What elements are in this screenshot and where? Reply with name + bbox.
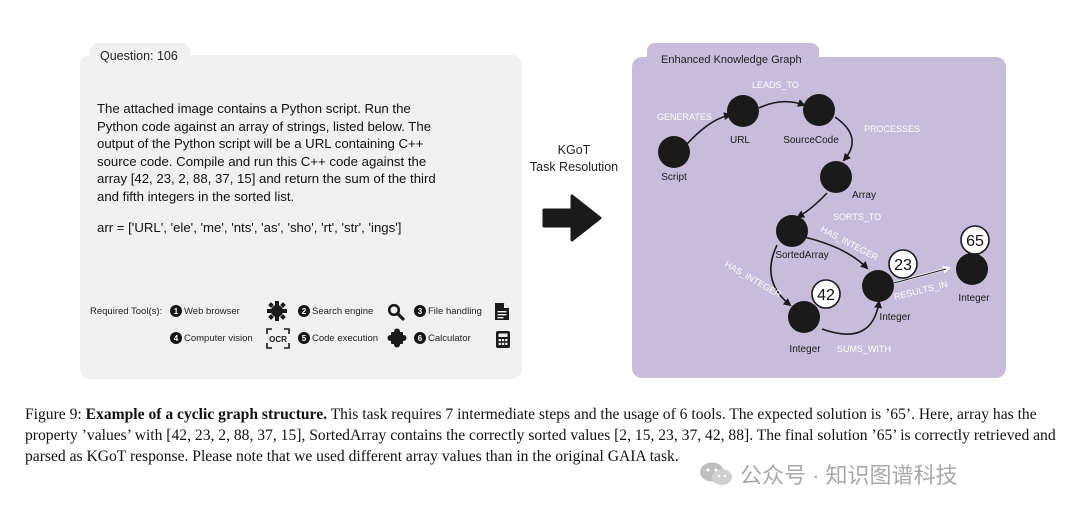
node-sourcecode [803, 94, 835, 126]
node-integer-65 [956, 253, 988, 285]
tool-code-execution: 5 Code execution [298, 332, 378, 344]
knowledge-graph-title: Enhanced Knowledge Graph [661, 54, 802, 66]
watermark-text: 公众号 · 知识图谱科技 [740, 463, 958, 488]
node-url [727, 95, 759, 127]
kgot-task-resolution-label: KGoT Task Resolution [520, 142, 628, 176]
node-integer-23 [862, 270, 894, 302]
node-label-script: Script [661, 172, 687, 183]
edge-label-leads-to: LEADS_TO [752, 80, 799, 90]
figure-caption: Figure 9: Example of a cyclic graph stru… [25, 404, 1065, 467]
array-line: arr = ['URL', 'ele', 'me', 'nts', 'as', … [97, 220, 402, 235]
question-line: source code. Compile and run this C++ co… [97, 153, 427, 169]
tool-label: File handling [428, 305, 482, 317]
edge-label-processes: PROCESSES [864, 124, 920, 134]
question-line: Python code against an array of strings,… [97, 118, 432, 134]
tool-label: Code execution [312, 332, 379, 344]
question-tab-label: Question: 106 [100, 49, 178, 63]
value-text-23: 23 [894, 257, 912, 274]
tool-file-handling: 3 File handling [414, 305, 482, 317]
tool-label: Search engine [312, 305, 374, 317]
question-line: and fifth integers in the sorted list. [97, 188, 295, 204]
edge-has-integer-lower [770, 244, 792, 307]
ocr-icon-text: OCR [269, 335, 287, 344]
edge-generates [686, 112, 732, 145]
value-bubble-23 [888, 249, 918, 279]
question-panel [80, 55, 522, 379]
tool-number: 2 [298, 305, 310, 317]
tool-number: 6 [414, 332, 426, 344]
caption-prefix: Figure 9: [25, 406, 86, 423]
node-label-integer-23: Integer [879, 312, 911, 323]
value-bubble-65 [960, 225, 990, 255]
tool-number: 5 [298, 332, 310, 344]
node-label-integer-42: Integer [789, 344, 821, 355]
required-tools-label: Required Tool(s): [90, 306, 163, 317]
right-arrow-icon [542, 194, 602, 242]
question-line: array [42, 23, 2, 88, 37, 15] and return… [97, 171, 436, 186]
tool-search-engine: 2 Search engine [298, 305, 373, 317]
question-line: The attached image contains a Python scr… [97, 101, 411, 116]
edge-sorts-to [796, 192, 828, 218]
edge-label-results-in: RESULTS_IN [893, 279, 949, 302]
edge-label-sums-with: SUMS_WITH [837, 344, 891, 354]
question-text: The attached image contains a Python scr… [97, 100, 477, 205]
edge-sums-with [821, 300, 883, 335]
node-label-array: Array [852, 190, 876, 201]
ocr-icon: OCR [266, 328, 290, 349]
wechat-icon [700, 462, 732, 485]
watermark: 公众号 · 知识图谱科技 [698, 458, 958, 490]
node-label-integer-65: Integer [958, 293, 990, 304]
tool-computer-vision: 4 Computer vision [170, 332, 253, 344]
node-array [820, 161, 852, 193]
search-icon [387, 303, 405, 321]
calculator-icon [496, 331, 510, 348]
edge-leads-to [758, 99, 806, 109]
value-bubble-42 [811, 279, 841, 309]
edge-results-in-inner [893, 268, 947, 284]
edge-label-has-integer-lower: HAS_INTEGER [723, 259, 783, 300]
kgot-label-line: Task Resolution [529, 160, 619, 174]
tool-number: 3 [414, 305, 426, 317]
tool-web-browser: 1 Web browser [170, 305, 240, 317]
node-label-url: URL [730, 135, 750, 146]
tool-label: Computer vision [184, 332, 253, 344]
edge-has-integer-upper [803, 236, 869, 270]
tool-number: 4 [170, 332, 182, 344]
node-script [658, 136, 690, 168]
tool-calculator: 6 Calculator [414, 332, 471, 344]
node-integer-42 [788, 301, 820, 333]
puzzle-icon [387, 328, 407, 348]
value-text-65: 65 [966, 233, 984, 250]
caption-bold-title: Example of a cyclic graph structure. [85, 406, 328, 423]
edge-label-generates: GENERATES [657, 112, 712, 122]
value-text-42: 42 [817, 287, 835, 304]
edge-processes [834, 116, 853, 162]
node-label-sourcecode: SourceCode [783, 135, 839, 146]
node-sortedarray [776, 215, 808, 247]
tool-label: Calculator [428, 332, 471, 344]
knowledge-graph: GENERATES LEADS_TO PROCESSES SORTS_TO HA… [657, 80, 990, 355]
kgot-label-line: KGoT [557, 143, 591, 157]
gear-icon [267, 301, 287, 321]
caption-body: This task requires 7 intermediate steps … [25, 406, 1056, 465]
tool-label: Web browser [184, 305, 240, 317]
file-icon [495, 303, 509, 320]
tool-number: 1 [170, 305, 182, 317]
edge-label-sorts-to: SORTS_TO [833, 212, 881, 222]
question-line: output of the Python script will be a UR… [97, 136, 424, 151]
node-label-sortedarray: SortedArray [775, 250, 828, 261]
